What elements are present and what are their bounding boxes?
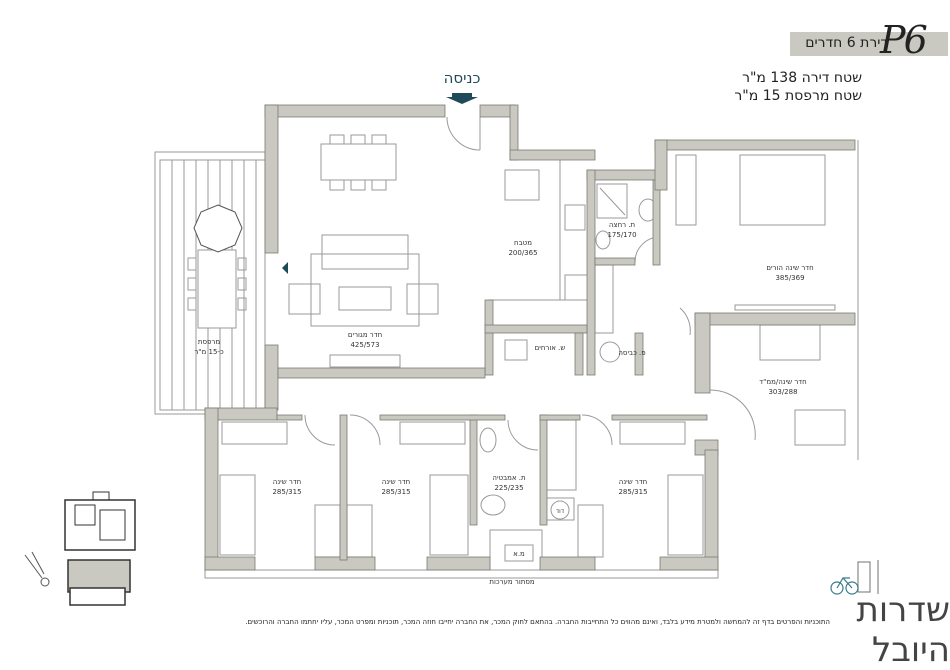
boiler-label: דוד — [556, 508, 565, 515]
bed-icon — [759, 324, 821, 361]
entrance-label: כניסה — [444, 69, 481, 87]
room-mamad-name: חדר שינה/ממ"ד — [759, 378, 806, 386]
balcony-table-icon — [197, 249, 237, 329]
thin-lines — [154, 116, 859, 579]
single-bed-icon — [429, 474, 469, 556]
bathtub-icon — [545, 419, 577, 491]
door-swing — [304, 414, 336, 446]
door-swing — [709, 389, 756, 441]
room-bathtub-name: ת. אמבטיה — [492, 474, 525, 482]
shelf-icon — [734, 304, 836, 311]
room-bedroom1-size: 285/315 — [272, 488, 301, 496]
room-laundry-name: פ. כביסה — [618, 349, 645, 357]
room-kitchen-name: מטבח — [514, 239, 532, 247]
logo: שדרות היובל — [856, 590, 950, 670]
kitchen-counter — [488, 160, 590, 301]
dining-table-icon — [320, 143, 397, 181]
logo-icon — [830, 560, 879, 595]
double-bed-icon — [739, 154, 826, 226]
room-bath-name: ת. רחצה — [609, 221, 635, 229]
stove-icon — [564, 274, 591, 301]
wardrobe-icon — [675, 154, 697, 226]
wardrobe-icon — [399, 421, 466, 445]
room-balcony-size: כ-15 מ"ר — [194, 348, 224, 356]
walls — [204, 104, 856, 571]
door-swing — [507, 419, 539, 451]
apartment-type: דירת 6 חדרים — [805, 35, 888, 51]
wardrobe-icon — [619, 421, 686, 445]
room-bedroom1-name: חדר שינה — [273, 478, 301, 486]
door-swing — [679, 307, 691, 336]
room-parents-size: 385/369 — [775, 274, 804, 282]
balcony-area: שטח מרפסת 15 מ"ר — [734, 88, 862, 104]
desk-icon — [314, 504, 341, 558]
door-swing — [581, 414, 613, 446]
systems-label: מסתור מערכות — [489, 578, 535, 586]
coffee-table-icon — [338, 286, 392, 311]
wardrobe-icon — [594, 264, 614, 334]
room-bathtub-size: 225/235 — [494, 484, 523, 492]
boiler-icon — [550, 500, 570, 520]
disclaimer: התוכניות והפרטים בדף זה להמחשה ולמטרת מי… — [245, 618, 830, 626]
armchair-icon — [288, 283, 321, 315]
toilet-icon — [480, 494, 506, 516]
compass-icon — [24, 551, 50, 587]
refrigerator-icon — [504, 169, 540, 201]
ac-label: מ.א — [513, 550, 525, 558]
room-bedroom3-name: חדר שינה — [619, 478, 647, 486]
room-bedroom2-size: 285/315 — [381, 488, 410, 496]
arrow-down-icon — [446, 93, 478, 104]
entrance-marker: כניסה — [282, 69, 480, 274]
room-kitchen-size: 200/365 — [508, 249, 537, 257]
ac-unit-icon — [504, 544, 534, 562]
room-bedroom2-name: חדר שינה — [382, 478, 410, 486]
room-labels: חדר מגורים 425/573 מטבח 200/365 ת. רחצה … — [194, 221, 813, 586]
washbasin-icon — [595, 230, 611, 250]
plan-code: P6 — [880, 18, 928, 62]
room-living-size: 425/573 — [350, 341, 379, 349]
sink-icon — [564, 204, 586, 231]
balcony-chairs-icon — [187, 257, 247, 311]
room-guest-wc-name: ש. אורחים — [535, 344, 566, 352]
desk-icon — [346, 504, 373, 558]
room-mamad-size: 303/288 — [768, 388, 797, 396]
armchair-icon — [406, 283, 439, 315]
washing-machine-icon — [599, 341, 621, 363]
wardrobe-icon — [221, 421, 288, 445]
single-bed-icon — [219, 474, 256, 556]
room-living-name: חדר מגורים — [348, 331, 382, 339]
single-bed-icon — [667, 474, 704, 556]
rug-icon — [310, 253, 420, 327]
dining-chairs-icon — [329, 134, 387, 191]
desk-icon — [577, 504, 604, 558]
washbasin-icon — [479, 427, 497, 453]
facade-line — [204, 569, 719, 579]
room-balcony-name: מרפסת — [198, 338, 220, 346]
apartment-type-banner: דירת 6 חדרים — [790, 32, 948, 56]
apartment-area: שטח דירה 138 מ"ר — [742, 70, 862, 86]
toilet-icon — [504, 339, 528, 361]
room-bath-size: 175/170 — [607, 231, 636, 239]
sofa-icon — [321, 234, 409, 270]
entry-door — [446, 116, 481, 151]
key-plan — [24, 491, 136, 606]
umbrella-icon — [193, 204, 243, 253]
tv-unit-icon — [329, 354, 401, 368]
highlighted-unit — [67, 559, 131, 593]
door-swing — [349, 414, 381, 446]
room-bedroom3-size: 285/315 — [618, 488, 647, 496]
desk-icon — [794, 409, 846, 446]
shower-icon — [596, 183, 628, 219]
window-arrow-icon — [282, 262, 288, 274]
floor-plan: כניסה חדר מגורים 425/573 מטבח 200/365 ת.… — [24, 69, 879, 606]
room-parents-name: חדר שינה הורים — [766, 264, 813, 272]
